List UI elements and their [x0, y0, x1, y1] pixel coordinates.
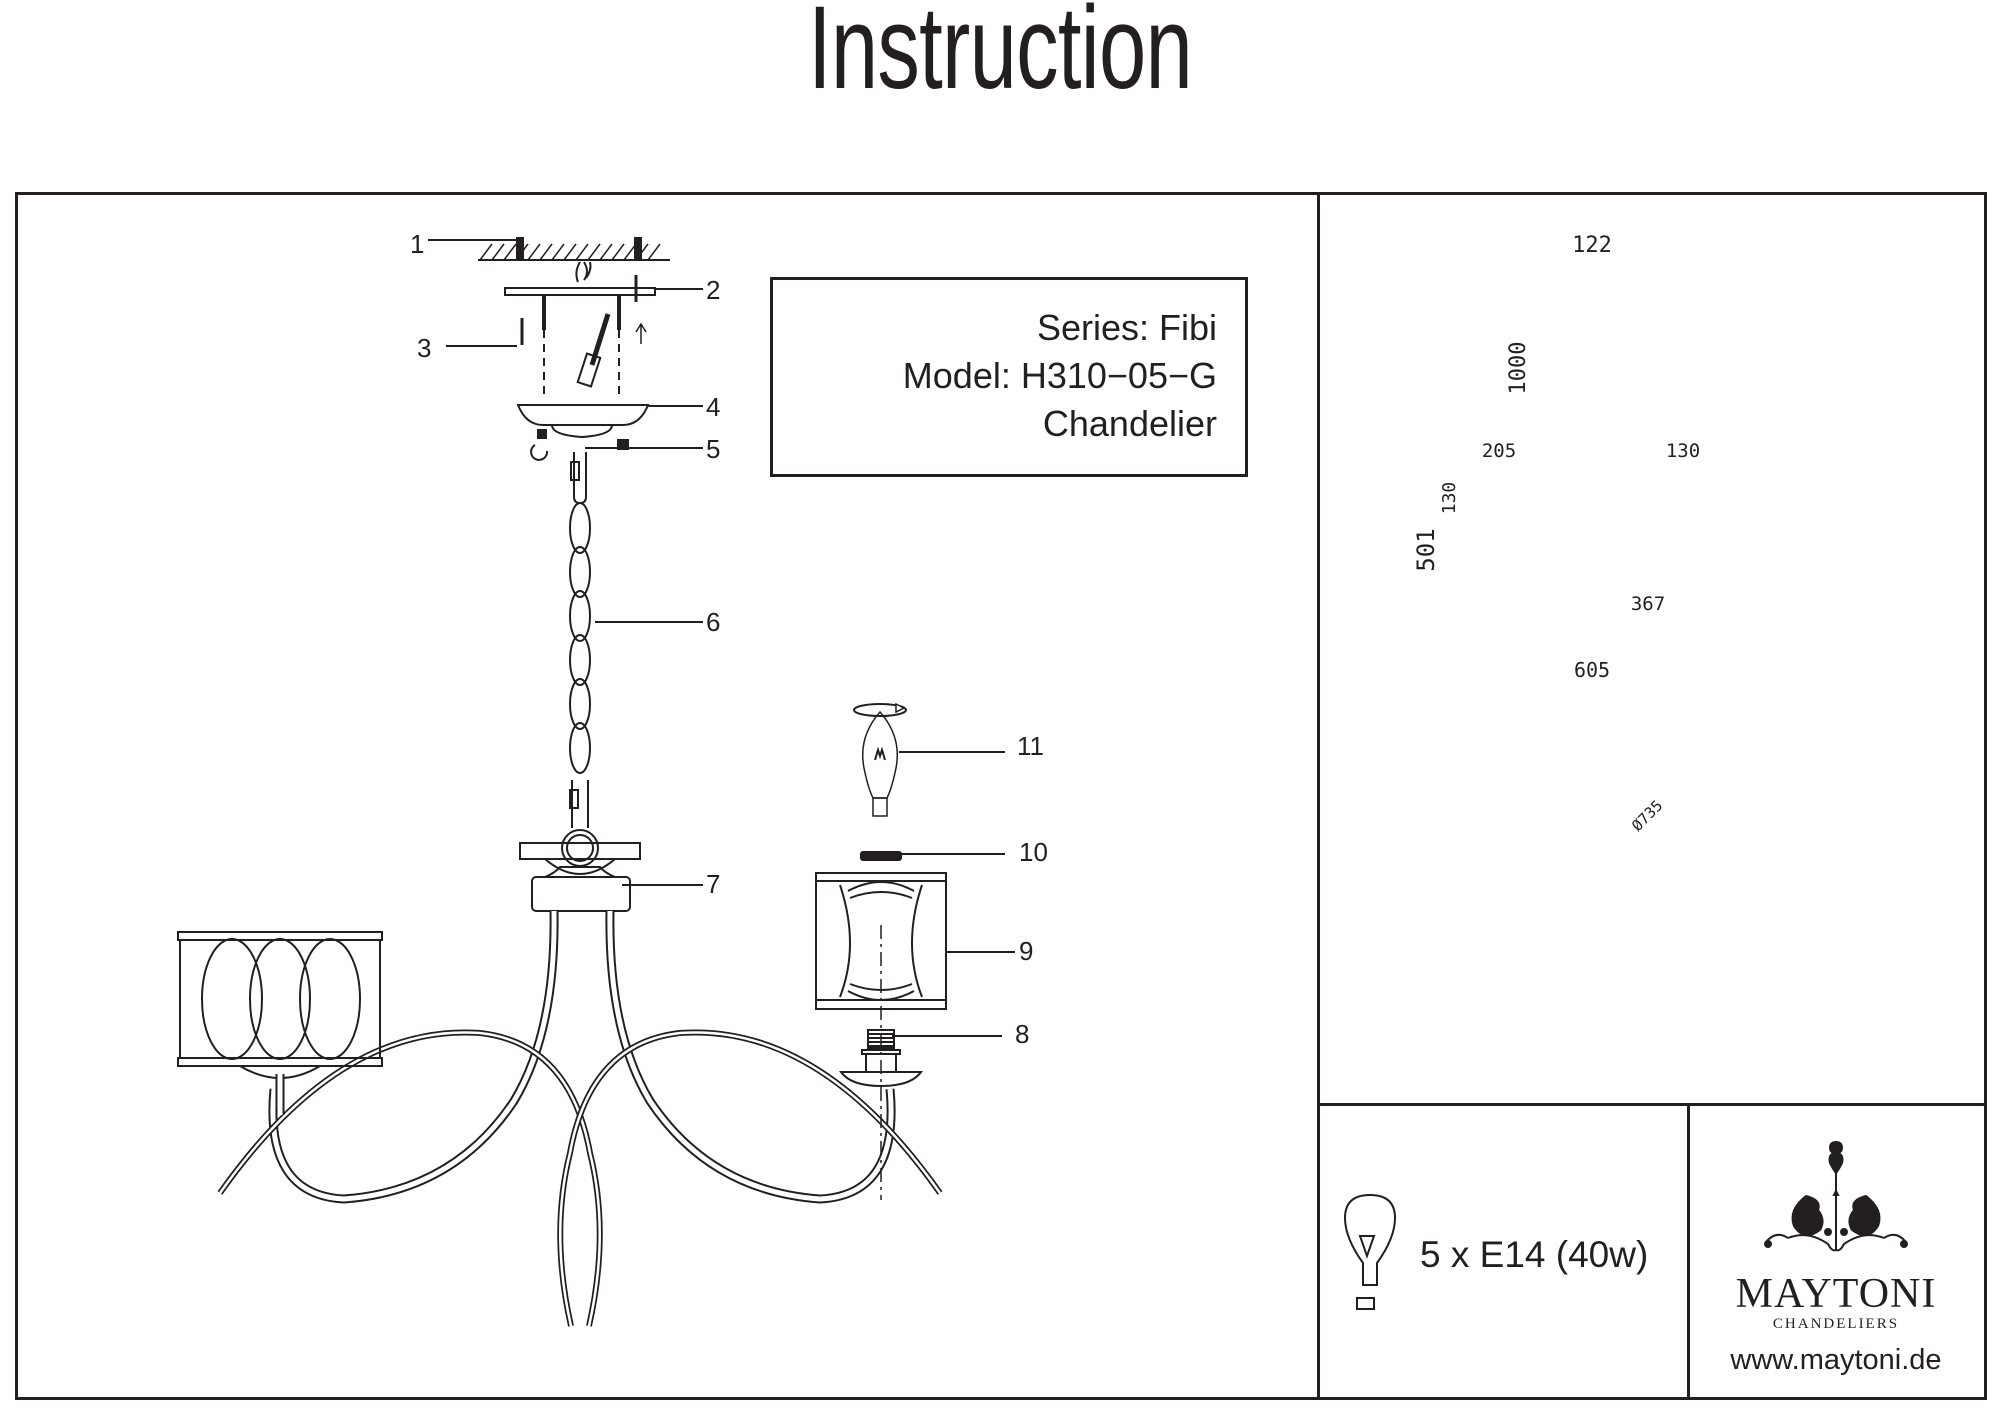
mounting-plate-icon	[504, 287, 656, 296]
part-label-5: 5	[706, 434, 721, 464]
body-hub-icon	[268, 829, 896, 1204]
part-label-1: 1	[410, 229, 425, 259]
part-label-3: 3	[417, 333, 432, 363]
arrow-up-icon	[635, 322, 647, 344]
part-label-7: 7	[706, 869, 721, 899]
wires-icon	[575, 261, 592, 283]
ceiling-icon	[478, 237, 670, 261]
part-label-4: 4	[706, 392, 721, 422]
brand-name: MAYTONI	[1735, 1271, 1937, 1317]
socket-icon	[839, 1029, 923, 1088]
part-label-10: 10	[1019, 837, 1048, 867]
part-label-9: 9	[1019, 936, 1034, 966]
panel-divider	[1317, 192, 1320, 1397]
dim-span: 605	[1574, 658, 1610, 682]
canopy-icon	[516, 404, 650, 426]
shade-ring-icon	[860, 851, 902, 861]
dim-shade-height: 130	[1439, 482, 1460, 515]
product-info-box: Series: Fibi Model: H310−05−G Chandelier	[770, 277, 1248, 477]
model-label: Model: H310−05−G	[902, 355, 1217, 396]
drawing-frame	[15, 192, 1987, 1400]
brand-tagline: CHANDELIERS	[1772, 1316, 1900, 1332]
dim-chain-length: 1000	[1506, 342, 1531, 395]
part-label-6: 6	[706, 607, 721, 637]
dim-shade-width: 205	[1482, 440, 1516, 462]
series-label: Series: Fibi	[1036, 307, 1217, 348]
brand-url[interactable]: www.maytoni.de	[1730, 1344, 1942, 1376]
part-label-11: 11	[1017, 731, 1044, 761]
rotate-icon	[530, 444, 549, 461]
document-title: Instruction	[807, 0, 1193, 114]
bulb-spec: 5 x E14 (40w)	[1420, 1234, 1649, 1275]
dim-arm-reach: 367	[1631, 593, 1665, 615]
terminal-block-icon	[576, 352, 602, 388]
part-label-2: 2	[706, 275, 721, 305]
bulb-part-icon	[853, 702, 907, 817]
product-type-label: Chandelier	[1042, 403, 1217, 444]
leader-lines	[428, 239, 1015, 1037]
dim-total-height: 501	[1412, 528, 1440, 571]
left-shade-icon	[177, 931, 383, 1115]
part-label-8: 8	[1015, 1019, 1030, 1049]
dim-canopy-width: 122	[1572, 233, 1612, 258]
footer-divider	[1317, 1103, 1984, 1106]
dim-shade-depth: 130	[1666, 440, 1700, 462]
arm-arcs	[217, 1029, 943, 1327]
chain-icon	[569, 452, 591, 828]
logo-divider	[1687, 1103, 1690, 1397]
